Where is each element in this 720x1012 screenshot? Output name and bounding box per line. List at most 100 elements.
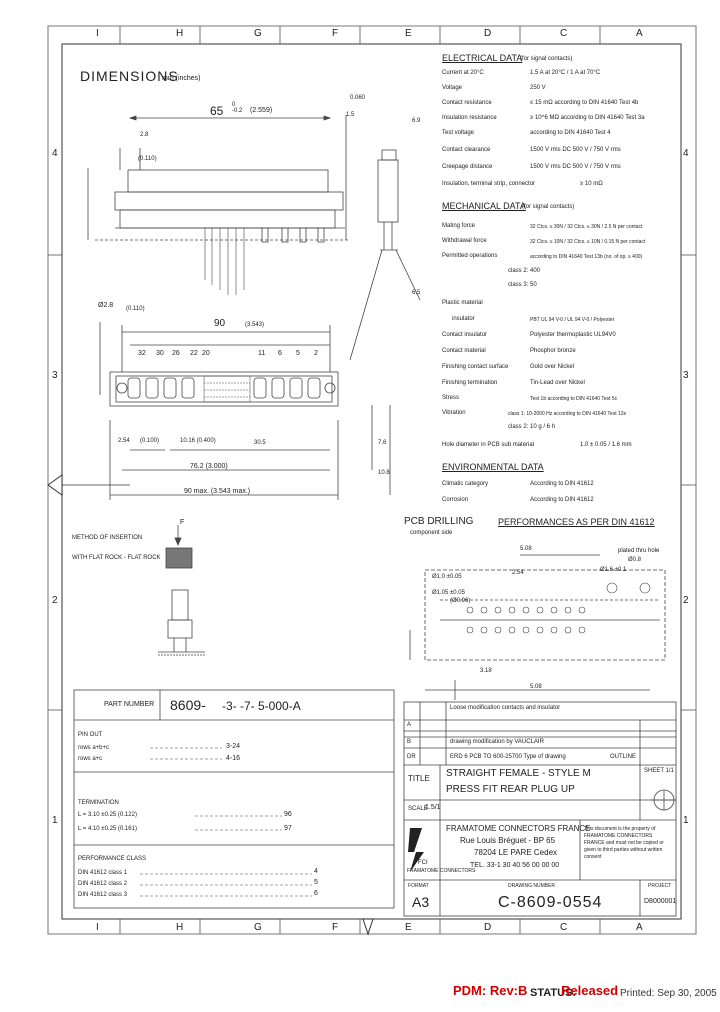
- company-line-2: Rue Louis Bréguet - BP 65: [460, 836, 556, 845]
- company-line-1: FRAMATOME CONNECTORS FRANCE: [446, 824, 591, 833]
- pin-number: 2: [314, 350, 318, 357]
- pin-number: 30: [156, 350, 164, 357]
- pinout-value: 3-24: [226, 743, 241, 750]
- connector-side-view: [345, 115, 421, 361]
- mech-value: class 1: 10-2000 Hz according to DIN 416…: [508, 411, 627, 417]
- border-number: 2: [52, 595, 58, 606]
- border-number: 4: [52, 148, 58, 159]
- dim-2-54: 2.54: [118, 438, 130, 444]
- mech-label: Finishing contact surface: [442, 364, 509, 370]
- scale-label: SCALE: [408, 806, 428, 812]
- env-label: Corrosion: [442, 497, 469, 503]
- elec-value: ≥ 10^6 MΩ according to DIN 41640 Test 3a: [530, 115, 645, 121]
- border-letter: C: [560, 922, 568, 933]
- termination-label: L = 3.10 ±0.25 (0.122): [78, 812, 137, 818]
- pin-number: 22: [190, 350, 198, 357]
- border-number: 2: [683, 595, 689, 606]
- mech-value: Test 1b according to DIN 41640 Test 5c: [530, 396, 618, 402]
- dim-1-5: 1.5: [346, 112, 355, 118]
- termination-title: TERMINATION: [78, 800, 119, 806]
- pinout-label: rows a+c: [78, 756, 103, 762]
- border-number: 3: [683, 370, 689, 381]
- border-letter: A: [636, 922, 643, 933]
- scale-value: 1.5/1: [425, 804, 441, 811]
- border-letter: G: [254, 922, 262, 933]
- mech-label: Vibration: [442, 410, 466, 416]
- elec-value: ≤ 15 mΩ according to DIN 41640 Test 4b: [530, 100, 639, 106]
- insertion-title: METHOD OF INSERTION: [72, 535, 143, 541]
- side-dim: 10.8: [378, 470, 390, 476]
- dimensions-unit: mm (inches): [162, 75, 201, 82]
- env-label: Climatic category: [442, 481, 489, 487]
- border-letter: I: [96, 28, 99, 39]
- border-letter: H: [176, 922, 184, 933]
- dim-90-inch: (3.543): [245, 322, 265, 328]
- border-letter: C: [560, 28, 568, 39]
- elec-label: Contact resistance: [442, 100, 492, 106]
- mech-value: Tin-Lead over Nickel: [530, 380, 585, 386]
- dim-30-5: 30.5: [254, 440, 266, 446]
- mech-label: Permitted operations: [442, 253, 498, 259]
- pinout-value: 4-16: [226, 755, 241, 762]
- border-number: 1: [683, 815, 689, 826]
- company-line-3: 78204 LE PARE Cedex: [474, 848, 558, 857]
- elec-label: Current at 20°C: [442, 70, 484, 76]
- dim-0110b: (0.110): [126, 306, 145, 312]
- pcb-label: 5.08: [520, 546, 532, 552]
- perf-class-title: PERFORMANCE CLASS: [78, 856, 147, 862]
- mech-label: Mating force: [442, 223, 476, 229]
- insertion-diagram: [158, 525, 205, 656]
- pcb-label: 2.54: [512, 570, 524, 576]
- pcb-drilling-diagram: [409, 554, 666, 700]
- border-letter: D: [484, 922, 492, 933]
- drawing-number: C-8609-0554: [498, 894, 603, 911]
- company-line-4: TEL. 33-1 30 40 56 00 00 00: [470, 862, 560, 869]
- elec-label: Contact clearance: [442, 147, 491, 153]
- rev-text: ERD 6 PCB TO 600-25700 Type of drawing: [450, 754, 566, 760]
- rev-letter: DR: [407, 754, 416, 760]
- mech-label: Hole diameter in PCB sub material: [442, 442, 535, 448]
- title-line-2: PRESS FIT REAR PLUG UP: [446, 784, 575, 795]
- elec-value: 250 V: [530, 85, 546, 91]
- perf-title: PERFORMANCES AS PER DIN 41612: [498, 517, 655, 527]
- mech-value: 32 Ctcs. ≥ 10N / 32 Ctcs. ≥ 10N / 0.15 N…: [530, 239, 646, 245]
- perf-class-value: 4: [314, 868, 318, 875]
- elec-value: 1.5 A at 20°C / 1 A at 70°C: [530, 70, 601, 76]
- dimensions-title: DIMENSIONS: [80, 68, 179, 84]
- elec-value: according to DIN 41640 Test 4: [530, 130, 611, 136]
- rev-by: OUTLINE: [610, 754, 637, 760]
- pin-number: 26: [172, 350, 180, 357]
- environmental-title: ENVIRONMENTAL DATA: [442, 462, 544, 472]
- mech-label: Stress: [442, 395, 460, 401]
- dim-0060: 0.060: [350, 95, 366, 101]
- elec-label: Insulation, terminal strip, connector: [442, 181, 536, 187]
- termination-value: 97: [284, 825, 292, 832]
- pcb-label: Ø1.0 ±0.05: [432, 574, 462, 580]
- rev-text: Loose modification contacts and insulato…: [450, 705, 561, 711]
- rev-letter: B: [407, 739, 412, 745]
- pcb-label: (Ø0.96): [450, 598, 471, 604]
- env-value: According to DIN 41612: [530, 497, 594, 503]
- border-number: 4: [683, 148, 689, 159]
- mechanical-note: (for signal contacts): [522, 204, 575, 210]
- border-letter: A: [636, 28, 643, 39]
- dim-90max: 90 max. (3.543 max.): [184, 488, 251, 495]
- mech-value: class 3: 50: [508, 282, 537, 288]
- dim-6-9: 6.9: [412, 118, 421, 124]
- pcb-label: 5.08: [530, 684, 542, 690]
- mech-value: class 2: 400: [508, 268, 541, 274]
- format-value: A3: [412, 894, 430, 910]
- border-letter: G: [254, 28, 262, 39]
- insertion-subtitle: WITH FLAT ROCK - FLAT ROCK: [72, 555, 161, 561]
- title-label: TITLE: [408, 774, 430, 783]
- pcb-label: 3.18: [480, 668, 492, 674]
- mech-value: PBT UL 94 V-0 / UL 94 V-0 / Polyester: [530, 317, 615, 323]
- termination-value: 96: [284, 811, 292, 818]
- elec-label: Creepage distance: [442, 164, 493, 170]
- mech-value: 32 Ctcs. ≤ 30N / 32 Ctcs. ≤ 30N / 2.5 N …: [530, 224, 643, 230]
- outer-frame: [47, 25, 697, 935]
- perf-class-value: 5: [314, 879, 318, 886]
- drawing-number-label: DRAWING NUMBER: [508, 883, 556, 889]
- pinout-title: PIN OUT: [78, 732, 103, 738]
- border-number: 1: [52, 815, 58, 826]
